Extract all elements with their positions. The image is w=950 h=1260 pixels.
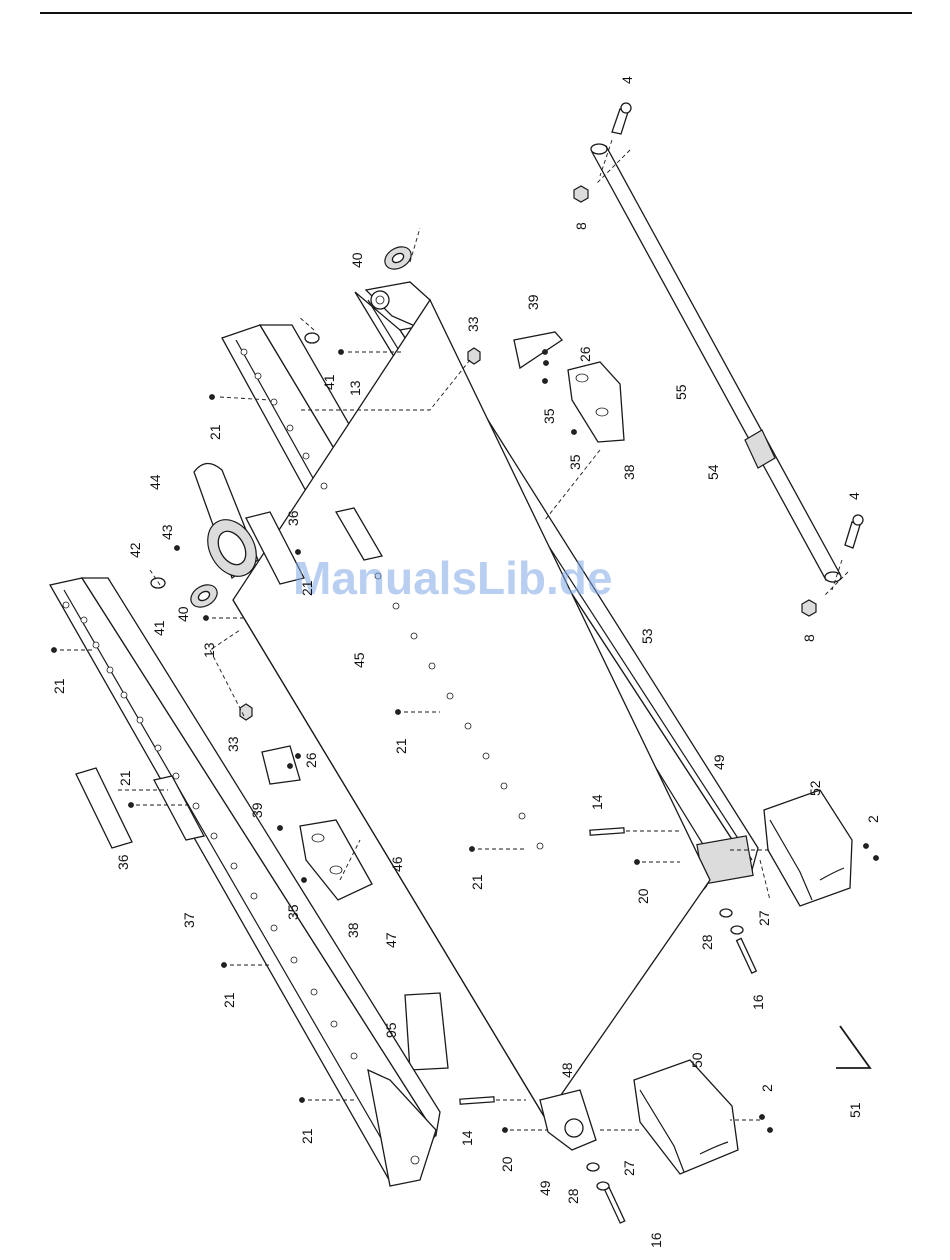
label-39: 39 xyxy=(249,802,265,818)
bracket-part-38-left xyxy=(300,820,372,900)
label-54: 54 xyxy=(705,464,721,480)
label-52: 52 xyxy=(807,780,823,796)
label-55: 55 xyxy=(673,384,689,400)
label-41: 41 xyxy=(151,620,167,636)
tube-part-55 xyxy=(591,144,841,582)
washer-part-27-left xyxy=(587,1163,599,1171)
end-cap-part-52 xyxy=(764,790,852,906)
label-47: 47 xyxy=(383,932,399,948)
label-20: 20 xyxy=(499,1156,515,1172)
label-36: 36 xyxy=(285,510,301,526)
label-39: 39 xyxy=(525,294,541,310)
bracket-part-39-left xyxy=(262,746,300,784)
roller-part-40-top xyxy=(381,242,415,273)
label-48: 48 xyxy=(559,1062,575,1078)
label-49: 49 xyxy=(537,1180,553,1196)
label-35: 35 xyxy=(541,408,557,424)
label-28: 28 xyxy=(699,934,715,950)
label-50: 50 xyxy=(689,1052,705,1068)
bracket-part-39-right xyxy=(514,332,562,368)
label-2: 2 xyxy=(759,1084,775,1092)
label-53: 53 xyxy=(639,628,655,644)
label-27: 27 xyxy=(756,910,772,926)
label-28: 28 xyxy=(565,1188,581,1204)
nut-part-33-top xyxy=(468,348,480,364)
label-14: 14 xyxy=(589,794,605,810)
label-16: 16 xyxy=(750,994,766,1010)
label-40: 40 xyxy=(175,606,191,622)
label-2: 2 xyxy=(865,815,881,823)
label-44: 44 xyxy=(147,474,163,490)
nut-part-8-top xyxy=(574,186,588,202)
bolt-part-4-top xyxy=(612,103,631,134)
label-35: 35 xyxy=(285,904,301,920)
end-cap-part-50 xyxy=(634,1060,738,1174)
nut-part-8-bottom xyxy=(802,600,816,616)
nut-part-33-bottom xyxy=(240,704,252,720)
label-42: 42 xyxy=(127,542,143,558)
label-14: 14 xyxy=(459,1130,475,1146)
label-21: 21 xyxy=(207,424,223,440)
washer-part-27-right xyxy=(720,909,732,917)
label-13: 13 xyxy=(201,642,217,658)
label-21: 21 xyxy=(299,1128,315,1144)
roller-part-40-bottom xyxy=(187,580,221,611)
label-21: 21 xyxy=(117,770,133,786)
label-95: 95 xyxy=(383,1022,399,1038)
label-21: 21 xyxy=(221,992,237,1008)
label-21: 21 xyxy=(393,738,409,754)
label-46: 46 xyxy=(389,856,405,872)
bolt-part-14-left xyxy=(460,1097,494,1104)
label-36: 36 xyxy=(115,854,131,870)
label-21: 21 xyxy=(299,580,315,596)
label-45: 45 xyxy=(351,652,367,668)
bracket-part-38-right xyxy=(568,362,624,442)
wrench-part-51 xyxy=(836,1026,870,1068)
label-13: 13 xyxy=(347,380,363,396)
washer-part-28-right xyxy=(731,926,743,934)
label-8: 8 xyxy=(573,222,589,230)
label-51: 51 xyxy=(847,1102,863,1118)
washer-part-41-bottom xyxy=(151,578,165,588)
label-41: 41 xyxy=(321,374,337,390)
label-38: 38 xyxy=(345,922,361,938)
label-16: 16 xyxy=(648,1232,664,1248)
label-26: 26 xyxy=(303,752,319,768)
label-49: 49 xyxy=(711,754,727,770)
washer-part-28-left xyxy=(597,1182,609,1190)
front-bracket-part-48 xyxy=(540,1090,596,1150)
label-20: 20 xyxy=(635,888,651,904)
label-40: 40 xyxy=(349,252,365,268)
bolt-part-16-right xyxy=(737,938,757,973)
washer-part-41-top xyxy=(305,333,319,343)
bolt-part-4-bottom xyxy=(845,515,863,548)
label-21: 21 xyxy=(469,874,485,890)
label-33: 33 xyxy=(465,316,481,332)
label-35: 35 xyxy=(567,454,583,470)
label-4: 4 xyxy=(846,492,862,500)
label-37: 37 xyxy=(181,912,197,928)
label-26: 26 xyxy=(577,346,593,362)
label-43: 43 xyxy=(159,524,175,540)
label-27: 27 xyxy=(621,1160,637,1176)
label-33: 33 xyxy=(225,736,241,752)
label-21: 21 xyxy=(51,678,67,694)
bolt-part-16-left xyxy=(604,1187,625,1224)
label-8: 8 xyxy=(801,634,817,642)
label-4: 4 xyxy=(619,76,635,84)
label-38: 38 xyxy=(621,464,637,480)
watermark: ManualsLib.de xyxy=(293,552,612,604)
